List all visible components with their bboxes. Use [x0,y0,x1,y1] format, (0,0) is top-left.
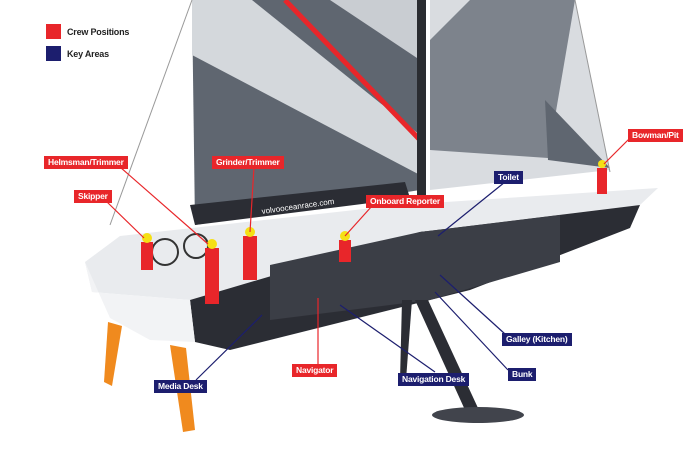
legend-swatch-crew [46,24,61,39]
headsail-dark-panel [430,0,575,158]
headsail-dark-panel-2 [545,100,610,168]
legend-label-key: Key Areas [67,48,109,59]
leader-media-desk [195,314,263,381]
legend-item-key: Key Areas [46,46,129,61]
leader-reporter [344,205,373,237]
label-grinder-trimmer: Grinder/Trimmer [212,156,284,169]
label-skipper: Skipper [74,190,112,203]
label-bunk: Bunk [508,368,537,381]
leader-bunk [434,291,509,371]
legend-swatch-key [46,46,61,61]
leader-skipper [105,200,145,239]
leader-galley [439,274,506,335]
label-navigator: Navigator [292,364,338,377]
label-toilet: Toilet [494,171,523,184]
label-helmsman-trimmer: Helmsman/Trimmer [44,156,128,169]
crew-helmet-skipper [142,233,152,243]
mainsail-light-stripe [192,0,420,175]
crew-figure-helmsman [205,248,219,304]
mainsail-light-panel [330,0,420,60]
leader-toilet [437,181,506,237]
keel-bulb [432,407,524,423]
label-media-desk: Media Desk [154,380,207,393]
boom-band [190,182,410,225]
forestay [574,0,611,173]
crew-figure-bowman [597,168,607,194]
legend-label-crew: Crew Positions [67,26,130,37]
leader-helmsman [119,166,209,245]
daggerboard [400,300,412,380]
rudder-left [104,322,122,386]
transom [85,262,195,342]
mast [417,0,426,238]
crew-helmet-helmsman [207,239,217,249]
legend-item-crew: Crew Positions [46,24,129,39]
label-navigation-desk: Navigation Desk [398,373,470,386]
leader-nav-desk [339,304,436,373]
label-galley: Galley (Kitchen) [502,333,572,346]
keel-strut [415,300,478,410]
leader-grinder [249,166,255,233]
crew-helmet-bowman [598,160,606,168]
backstay [109,0,193,226]
label-bowman-pit: Bowman/Pit [628,129,683,142]
crew-figure-reporter [339,240,351,262]
crew-figure-skipper [141,242,153,270]
crew-figure-grinder [243,236,257,280]
mainsail-red-stripe [283,0,422,142]
leader-bowman [603,137,631,165]
label-onboard-reporter: Onboard Reporter [366,195,445,208]
legend: Crew Positions Key Areas [46,24,129,68]
interior-cutaway [270,215,560,320]
